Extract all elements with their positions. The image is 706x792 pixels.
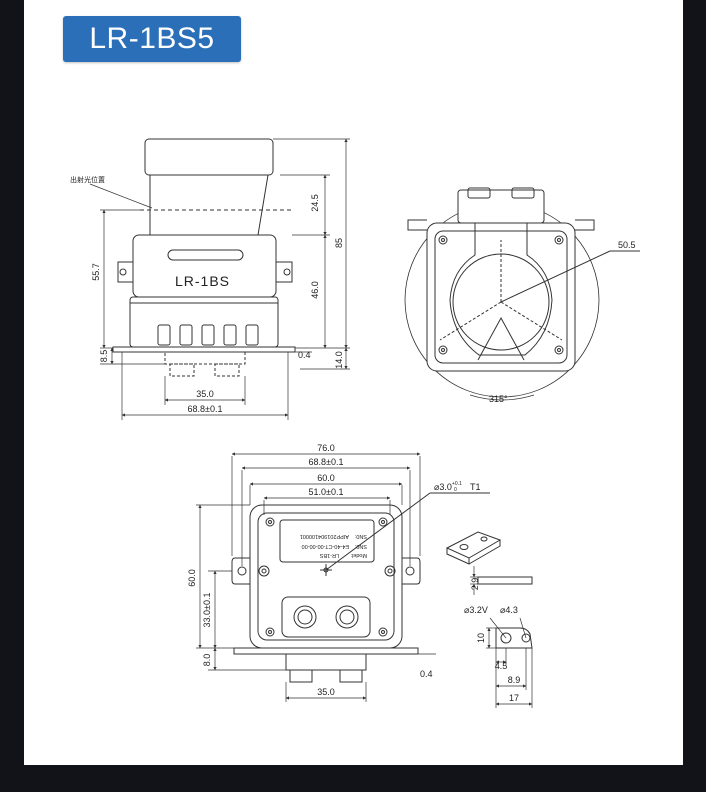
nameplate-line4: E4-40-CT-00-00-00 — [302, 543, 349, 549]
nameplate-line6: AIPP201904100001 — [300, 533, 349, 539]
nameplate-line1: Model: — [350, 552, 367, 558]
front-view-dimensions — [89, 138, 350, 420]
dim-bracket-hole-small: ⌀3.2V — [464, 605, 488, 615]
nameplate-line2: LR-1BS — [319, 552, 339, 558]
optical-window — [449, 222, 553, 356]
dim-hole-callout-sub: 0 — [454, 487, 457, 493]
dim-radius: 50.5 — [618, 240, 636, 250]
dim-bottom-mount-width: 68.8±0.1 — [309, 457, 344, 467]
dim-connector-width: 35.0 — [196, 389, 214, 399]
dim-bracket-offset-a: 4.5 — [495, 661, 508, 671]
lower-body — [129, 296, 279, 348]
dim-body-width: 68.8±0.1 — [188, 404, 223, 414]
emission-position-callout: 出射光位置 — [70, 175, 105, 184]
dim-base-thickness: 0.4 — [298, 350, 311, 360]
dim-bottom-overall-width: 76.0 — [317, 443, 335, 453]
dim-bracket-thickness: 2.9 — [470, 578, 480, 591]
dim-overall-height: 85 — [334, 238, 344, 248]
bracket-dimensions — [470, 566, 533, 708]
front-view — [112, 138, 296, 377]
side-view — [404, 187, 640, 401]
dim-emission-height: 24.5 — [310, 194, 320, 212]
dim-bottom-hole-vertical: 33.0±0.1 — [202, 593, 212, 628]
dim-bracket-height: 10 — [476, 633, 486, 643]
top-cap — [144, 138, 274, 176]
base-plate — [112, 346, 296, 353]
bottom-view — [231, 492, 490, 683]
dim-flange-height: 55.7 — [91, 263, 101, 281]
dim-bottom-hole-spacing: 51.0±0.1 — [309, 487, 344, 497]
model-badge-label: LR-1BS5 — [89, 22, 215, 55]
dim-bracket-offset-b: 8.9 — [508, 675, 521, 685]
model-badge: LR-1BS5 — [63, 16, 241, 62]
dim-hole-callout-sup: +0.1 — [452, 481, 462, 487]
dim-bottom-body-width: 60.0 — [317, 473, 335, 483]
dim-bracket-hole-large: ⌀4.3 — [500, 605, 518, 615]
bottom-view-dimensions — [196, 452, 436, 702]
dim-base-offset: 8.5 — [99, 350, 109, 363]
dim-bottom-overall-height: 60.0 — [187, 569, 197, 587]
label-slot — [167, 249, 244, 261]
dim-bottom-connector-width: 35.0 — [317, 687, 335, 697]
nameplate-line3: SN0: — [354, 543, 367, 549]
front-product-label: LR-1BS — [175, 273, 230, 289]
dim-bottom-plate-thickness: 0.4 — [420, 669, 433, 679]
dim-hole-depth: T1 — [470, 482, 481, 492]
window-section — [149, 174, 269, 236]
dim-scan-angle: 315° — [489, 394, 508, 404]
bottom-body — [249, 504, 403, 649]
nameplate-line5: SN0: — [354, 533, 367, 539]
dim-connector-height: 14.0 — [334, 351, 344, 369]
nameplate-text: Model: LR-1BS SN0: E4-40-CT-00-00-00 SN0… — [300, 533, 367, 558]
bracket-detail — [445, 531, 533, 649]
dim-bottom-offset: 8.0 — [202, 654, 212, 667]
dim-body-height: 46.0 — [310, 281, 320, 299]
dim-hole-callout: ⌀3.0 — [434, 482, 452, 492]
nameplate — [279, 519, 375, 563]
right-ear — [276, 261, 293, 283]
left-ear — [117, 261, 133, 283]
dim-bracket-length: 17 — [509, 693, 519, 703]
